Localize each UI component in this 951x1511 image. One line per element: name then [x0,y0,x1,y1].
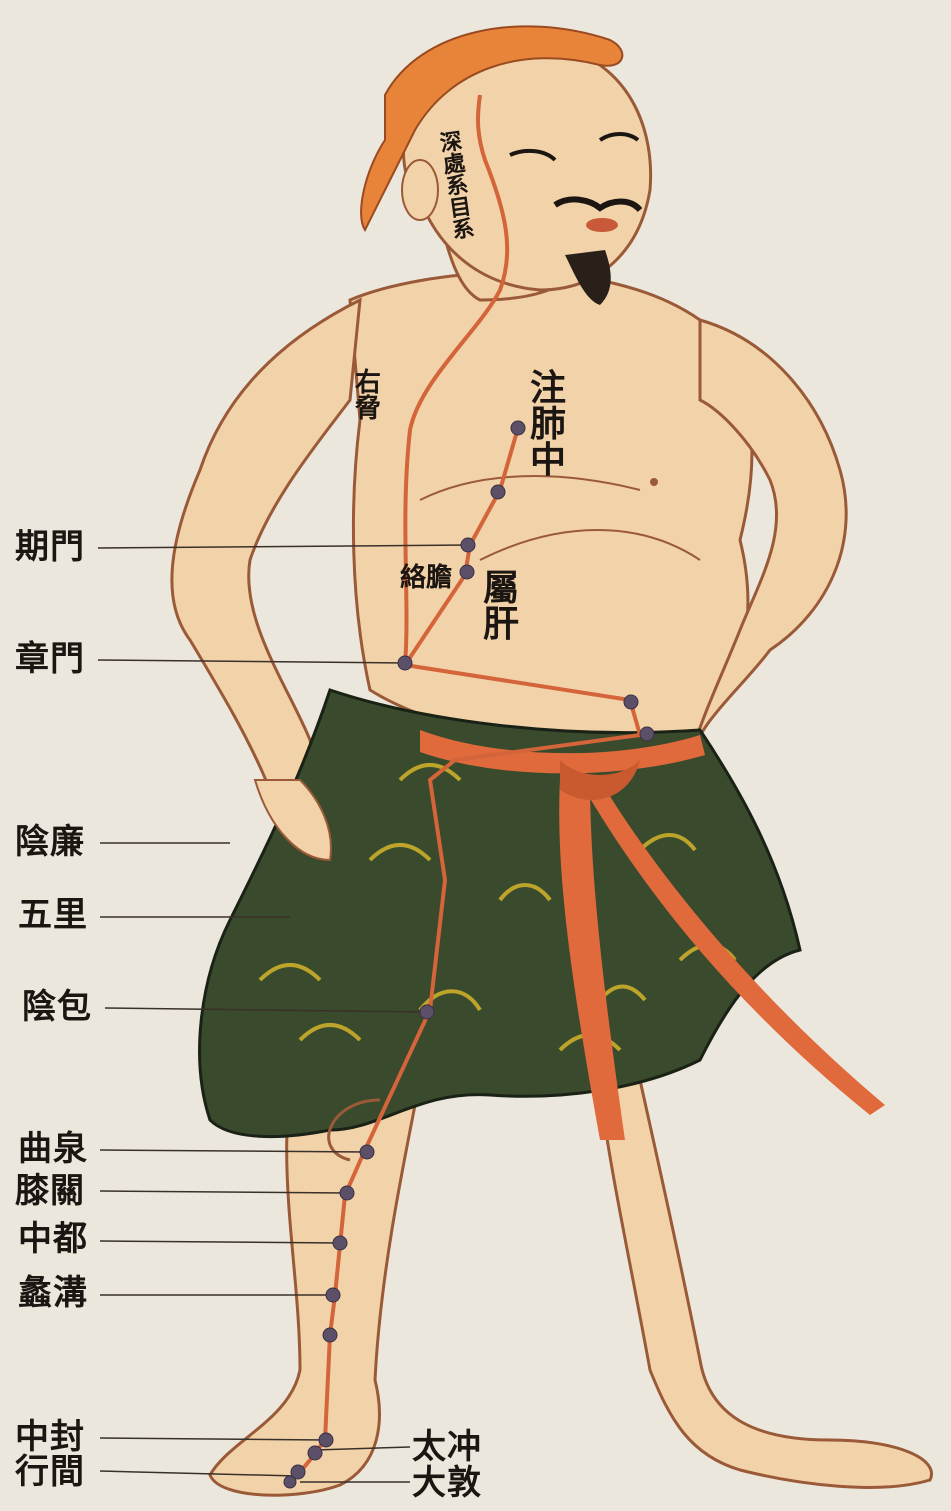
label-wuli: 五里 [18,898,88,932]
label-yinlian: 陰廉 [15,825,85,859]
acupoint-lower [323,1328,337,1342]
label-shu-gan: 屬肝 [483,570,523,642]
label-zhongdu: 中都 [18,1222,88,1256]
acupoint-taichong [308,1446,322,1460]
ear [402,160,438,220]
label-zhangmen: 章門 [15,642,85,676]
acupoint-mid [460,565,474,579]
acupoint-hip-1 [624,695,638,709]
label-luo-dan: 絡膽 [400,565,452,591]
acupoint-qimen [461,538,475,552]
acupoint-upper-1 [511,421,525,435]
acupoint-xiguan [340,1186,354,1200]
label-dadun: 大敦 [412,1466,482,1500]
nipple [650,478,658,486]
label-zhongfeng: 中封 [15,1420,85,1454]
acupoint-zhangmen [398,656,412,670]
torso [350,273,752,745]
label-yinbao: 陰包 [22,990,92,1024]
label-ququan: 曲泉 [18,1132,88,1166]
acupoint-zhongdu [333,1236,347,1250]
acupoint-yinbao [420,1005,434,1019]
acupoint-zhongfeng [319,1433,333,1447]
acupoint-ligou [326,1288,340,1302]
acupoint-ququan [360,1145,374,1159]
label-ligou: 蠡溝 [18,1276,88,1310]
label-taichong: 太冲 [412,1430,482,1464]
acupoint-upper-2 [491,485,505,499]
label-right-ribs: 右脅 [355,370,385,422]
label-zhu-fei-zhong: 注肺中 [530,370,570,478]
label-qimen: 期門 [15,530,85,564]
acupoint-dadun [284,1476,296,1488]
acupoint-hip-2 [640,727,654,741]
mouth [586,218,618,232]
label-xiguan: 膝關 [15,1174,85,1208]
label-xingjian: 行間 [15,1455,85,1489]
